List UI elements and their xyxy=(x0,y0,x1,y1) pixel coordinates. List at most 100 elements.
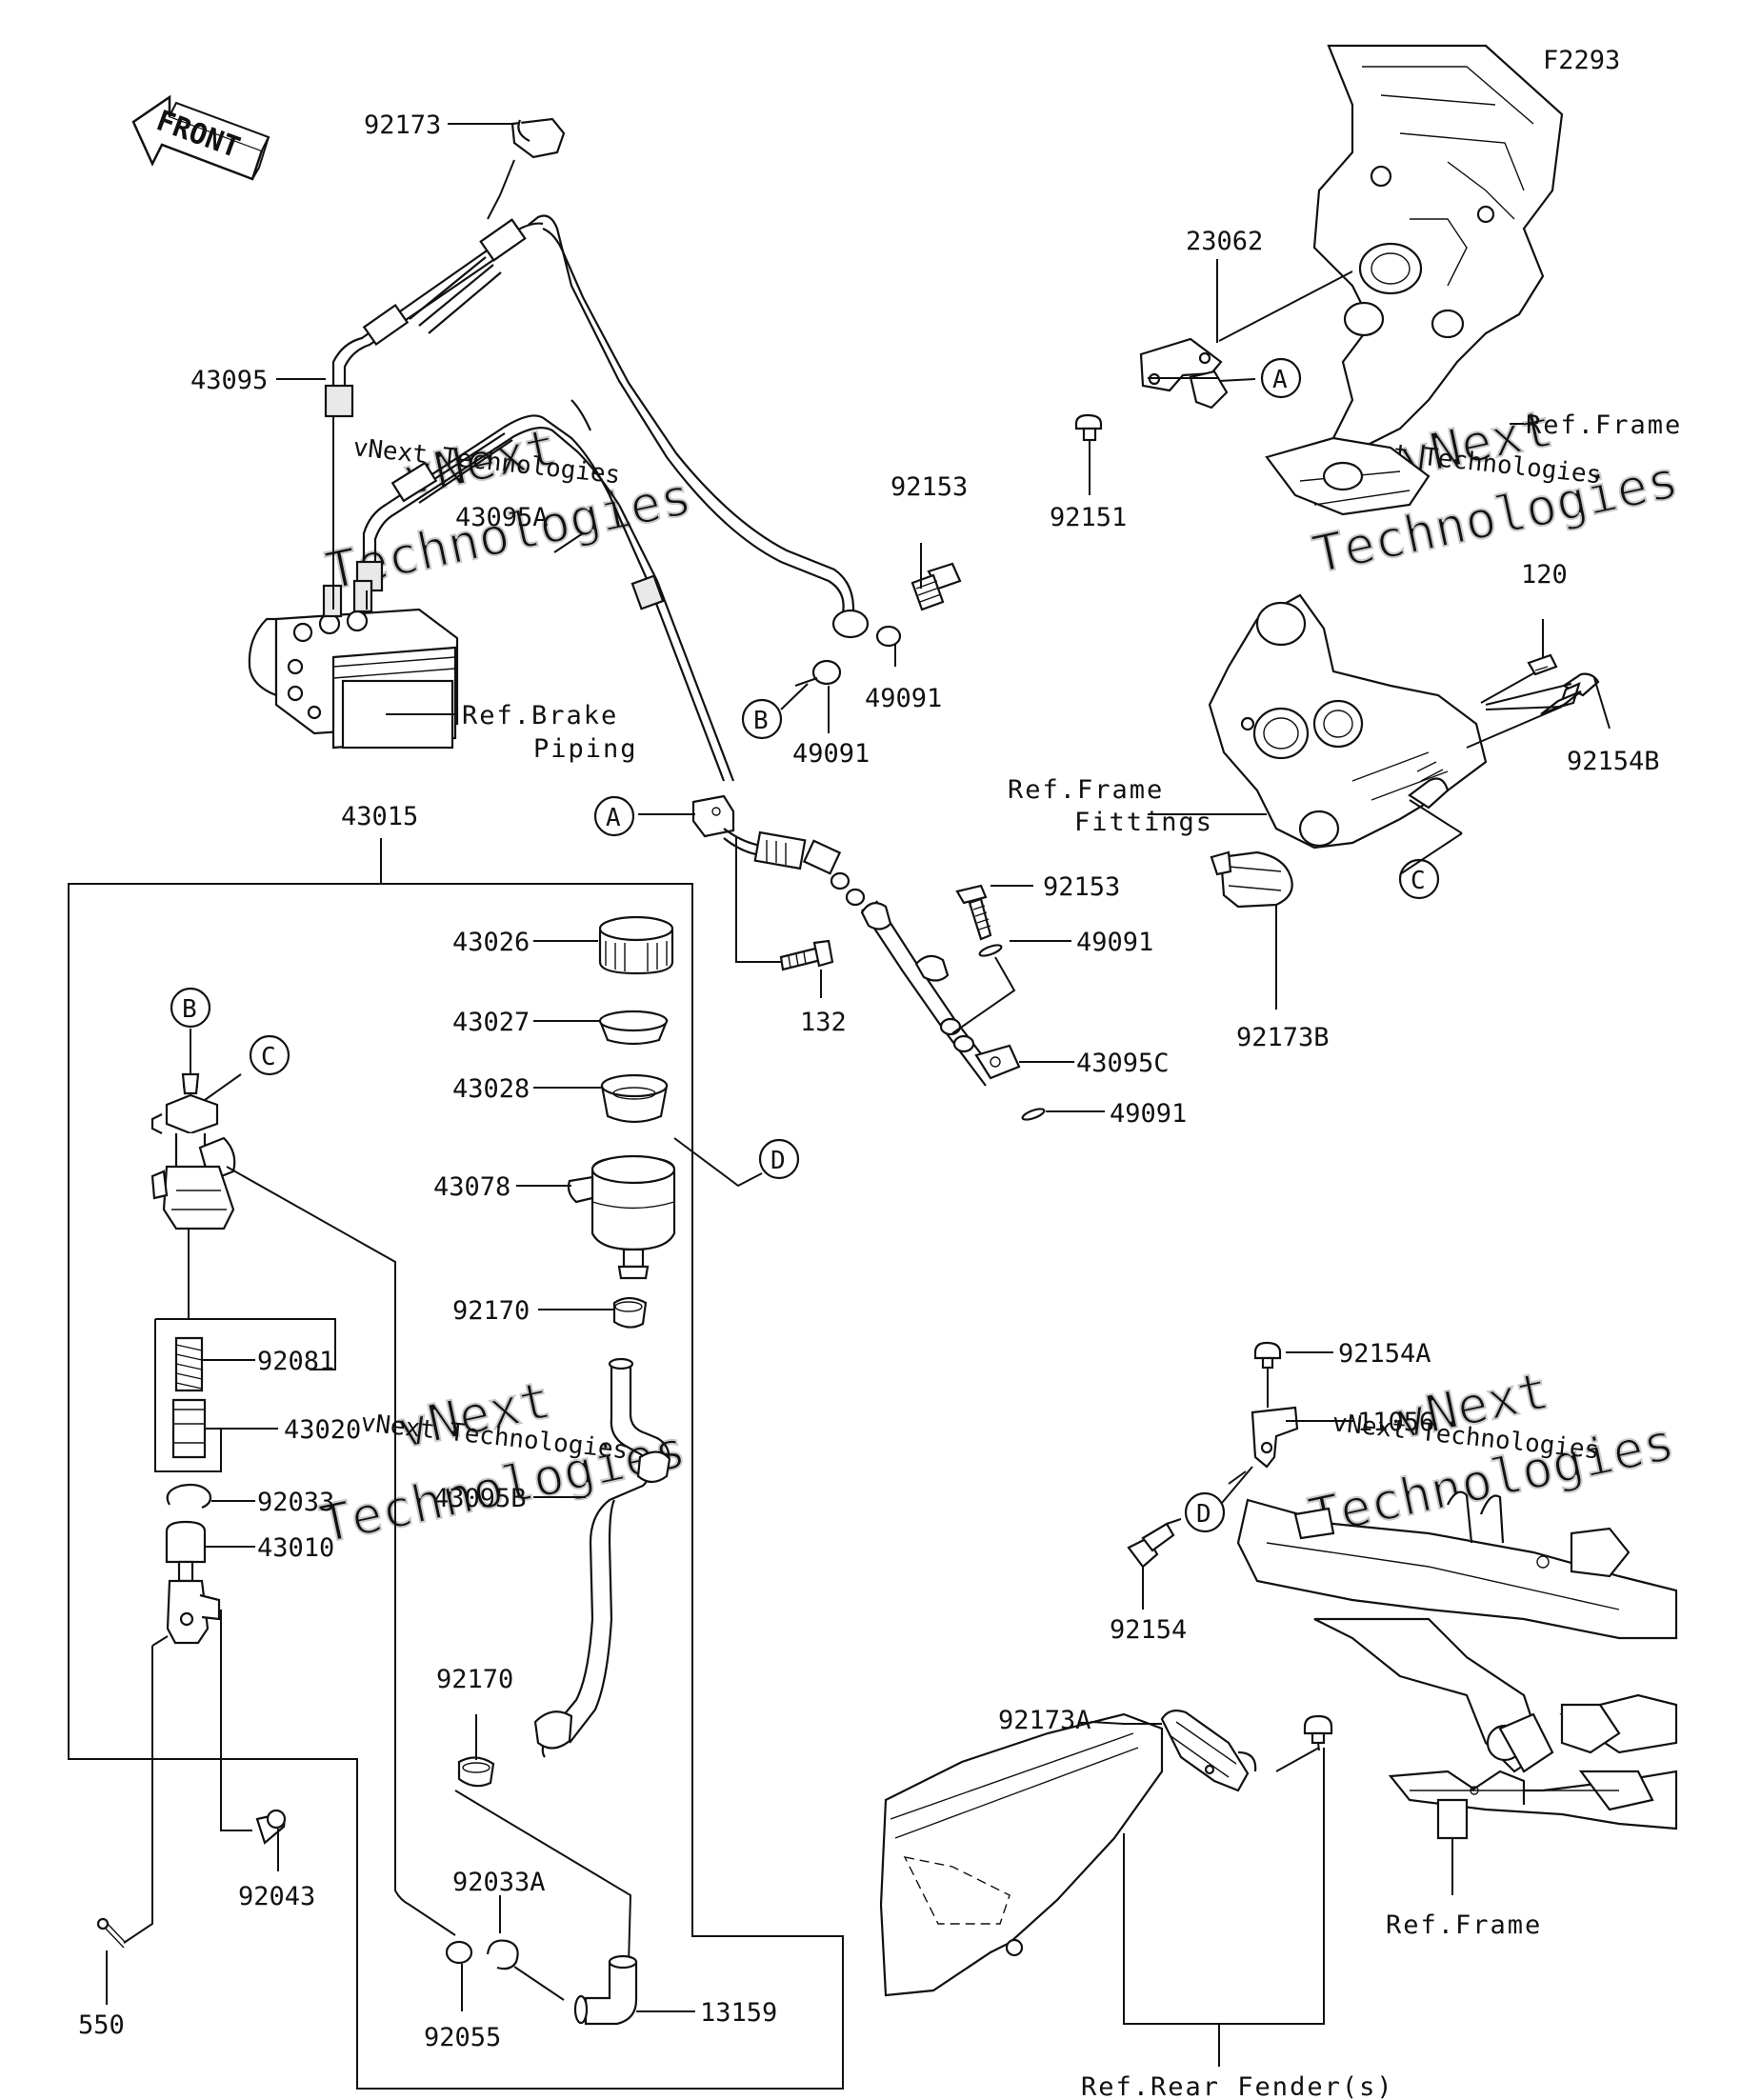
bracket-11056 xyxy=(1251,1406,1299,1469)
abs-unit xyxy=(248,579,459,750)
assembly-box-43015 xyxy=(68,883,844,2090)
brake-hose-43095a xyxy=(355,399,735,782)
pin-92043 xyxy=(255,1809,287,1845)
rear-fender xyxy=(879,1712,1164,1997)
label-92154b: 92154B xyxy=(1567,747,1660,776)
ref-frame-bottom: Ref.Frame xyxy=(1386,1910,1542,1940)
bolt-92154a xyxy=(1253,1341,1282,1370)
callout-d-center: D xyxy=(758,1138,800,1180)
washer-49091-c xyxy=(875,625,902,648)
label-92173: 92173 xyxy=(364,110,441,140)
screw-fender xyxy=(1303,1714,1333,1745)
master-cylinder xyxy=(150,1072,236,1230)
label-92033a: 92033A xyxy=(452,1868,546,1897)
figure-code: F2293 xyxy=(1543,46,1620,75)
ref-brake-piping-2: Piping xyxy=(533,734,638,764)
label-23062: 23062 xyxy=(1186,227,1263,256)
callout-d-right-label: D xyxy=(1196,1500,1211,1529)
hose-43095b xyxy=(533,1357,671,1758)
washer-49091-a xyxy=(978,944,1003,957)
brake-hose-43095 xyxy=(324,214,870,639)
clip-92170-bottom xyxy=(457,1756,495,1788)
spring-92081 xyxy=(174,1336,204,1392)
label-11056: 11056 xyxy=(1357,1408,1434,1437)
ref-brake-piping-1: Ref.Brake xyxy=(462,701,618,730)
label-43028: 43028 xyxy=(452,1074,530,1104)
callout-c-left: C xyxy=(249,1034,290,1076)
clamp-92173 xyxy=(510,117,566,159)
pushrod-43010 xyxy=(165,1520,221,1645)
bolt-92153-lower xyxy=(955,884,992,941)
hose-43095c xyxy=(830,871,1021,1087)
label-43020: 43020 xyxy=(284,1415,361,1445)
callout-d-center-label: D xyxy=(770,1147,786,1175)
callout-a-right: A xyxy=(1260,357,1302,399)
label-120: 120 xyxy=(1521,560,1568,590)
callout-c-left-label: C xyxy=(261,1043,276,1071)
callout-c-right: C xyxy=(1398,858,1440,900)
label-550: 550 xyxy=(78,2010,125,2040)
label-13159: 13159 xyxy=(700,1998,777,2028)
callout-a-center: A xyxy=(593,795,635,837)
label-49091-c: 49091 xyxy=(865,684,942,713)
frame-fittings-bracket xyxy=(1208,593,1488,850)
label-43015: 43015 xyxy=(341,802,418,831)
bolt-120 xyxy=(1527,653,1558,676)
diaphragm-43028 xyxy=(600,1073,669,1124)
callout-a-center-label: A xyxy=(606,804,621,832)
cotter-pin-550 xyxy=(96,1917,127,1949)
subassembly-box xyxy=(154,1318,336,1472)
bolt-92153-upper xyxy=(911,562,962,611)
label-43026: 43026 xyxy=(452,928,530,957)
callout-b-center: B xyxy=(741,698,783,740)
label-92173a: 92173A xyxy=(998,1706,1091,1735)
label-43095: 43095 xyxy=(190,366,268,395)
bolt-92154b xyxy=(1540,672,1600,716)
washer-49091-d xyxy=(811,659,842,686)
ref-rear-fender: Ref.Rear Fender(s) xyxy=(1081,2072,1394,2100)
label-92154a: 92154A xyxy=(1338,1339,1431,1369)
ref-frame-fittings-1: Ref.Frame xyxy=(1008,775,1164,805)
label-92154: 92154 xyxy=(1110,1615,1187,1645)
label-49091-d: 49091 xyxy=(792,739,870,769)
clamp-92173a xyxy=(1160,1710,1257,1792)
label-43027: 43027 xyxy=(452,1008,530,1037)
clip-92170-top xyxy=(612,1296,648,1329)
circlip-92033 xyxy=(166,1483,212,1510)
o-ring-92055 xyxy=(445,1940,473,1965)
frame-bottom-right xyxy=(1388,1703,1678,1840)
label-49091-b: 49091 xyxy=(1110,1099,1187,1129)
label-92033: 92033 xyxy=(257,1488,334,1517)
plate-43027 xyxy=(598,1010,669,1046)
front-arrow-icon: FRONT xyxy=(131,94,270,181)
label-43095b: 43095B xyxy=(433,1484,527,1513)
callout-a-right-label: A xyxy=(1272,366,1288,394)
reservoir-43078 xyxy=(567,1154,676,1280)
bolt-92151 xyxy=(1074,413,1103,442)
callout-b-center-label: B xyxy=(753,707,769,735)
ref-frame-top: Ref.Frame xyxy=(1526,410,1682,440)
label-43095a: 43095A xyxy=(455,503,549,532)
callout-c-right-label: C xyxy=(1411,867,1426,895)
label-92043: 92043 xyxy=(238,1882,315,1911)
bracket-23062 xyxy=(1139,337,1229,410)
label-132: 132 xyxy=(800,1008,847,1037)
label-92151: 92151 xyxy=(1050,503,1127,532)
washer-49091-b xyxy=(1021,1108,1046,1121)
bolt-92154 xyxy=(1127,1522,1175,1569)
ref-frame-fittings-2: Fittings xyxy=(1074,808,1213,837)
piston-43020 xyxy=(171,1398,207,1459)
callout-b-left: B xyxy=(170,987,211,1029)
callout-b-left-label: B xyxy=(182,995,197,1024)
label-92170-top: 92170 xyxy=(452,1296,530,1326)
frame-top-right xyxy=(1265,44,1564,516)
cap-43026 xyxy=(598,915,674,975)
junction-block-a xyxy=(691,794,842,875)
fitting-13159 xyxy=(573,1954,638,2026)
label-49091-a: 49091 xyxy=(1076,928,1153,957)
label-43095c: 43095C xyxy=(1076,1049,1170,1078)
callout-d-right: D xyxy=(1184,1491,1226,1533)
label-92173b: 92173B xyxy=(1236,1023,1330,1052)
clamp-92173b xyxy=(1210,850,1293,909)
